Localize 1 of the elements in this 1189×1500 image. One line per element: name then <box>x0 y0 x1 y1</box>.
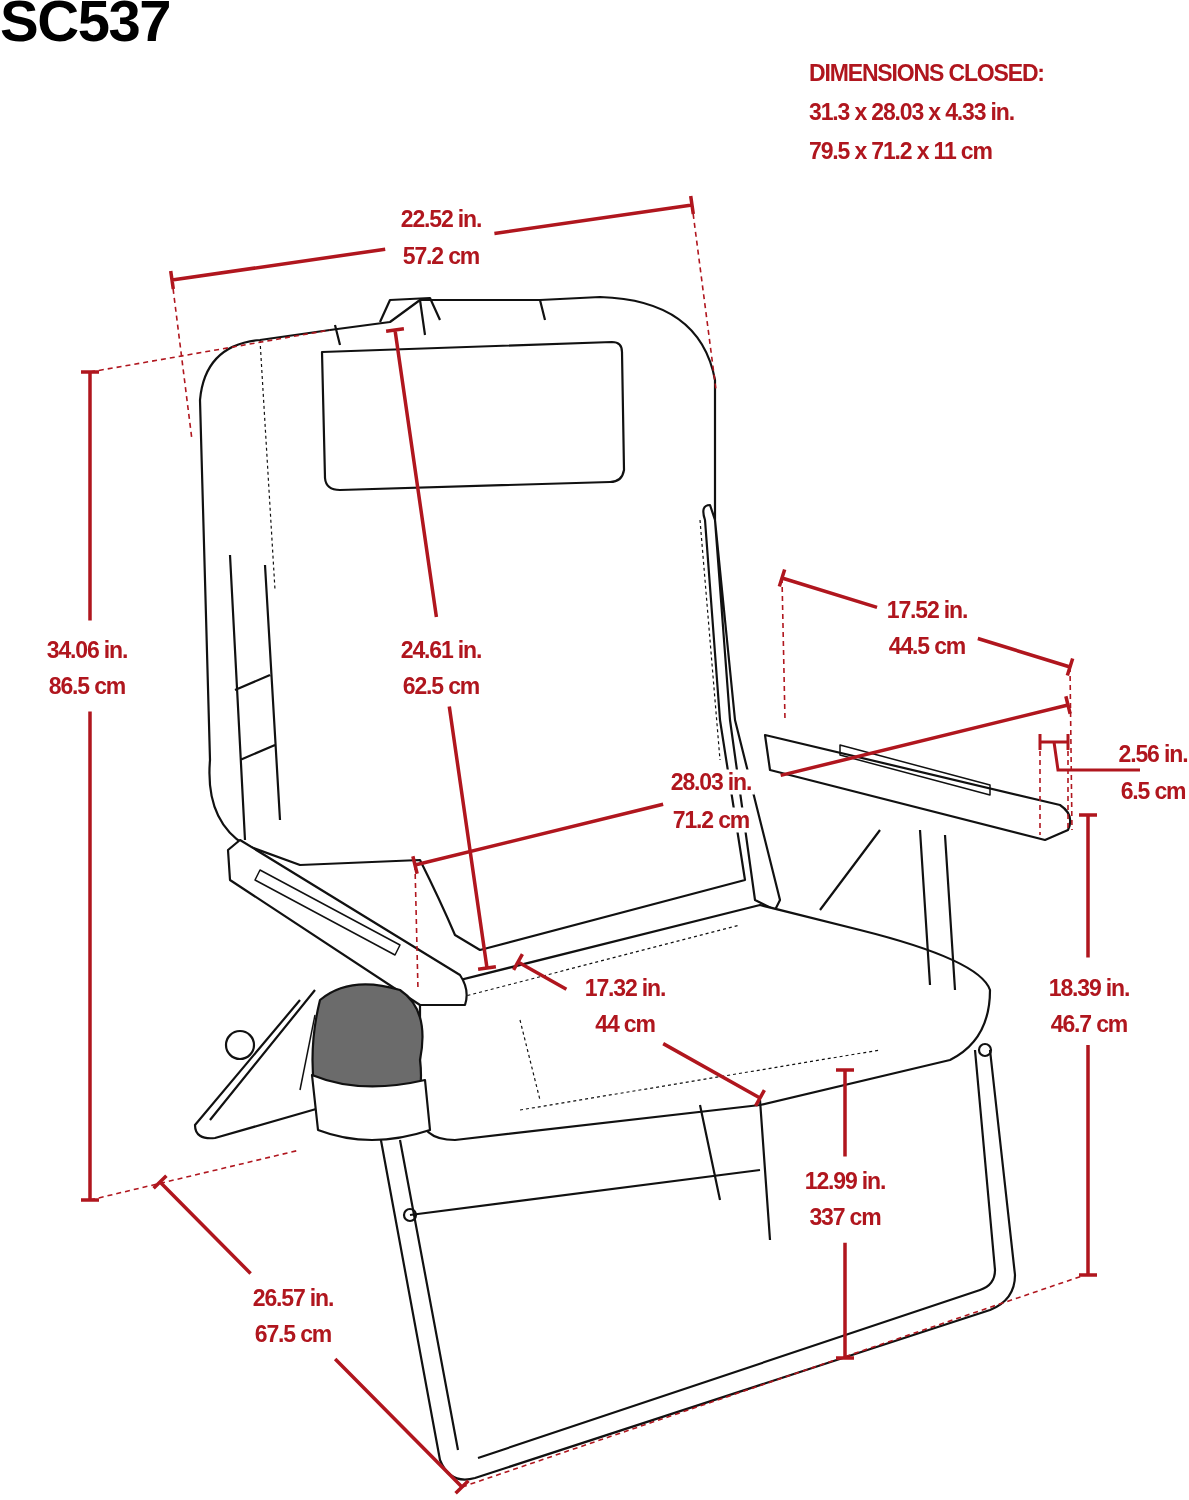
title: SC537 <box>0 0 171 50</box>
